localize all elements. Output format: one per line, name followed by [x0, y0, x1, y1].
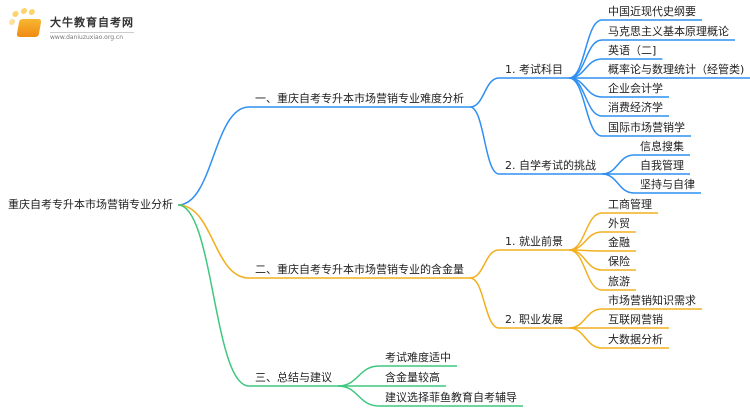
connector-line [568, 249, 603, 271]
connector-line [469, 277, 500, 329]
connector-line [337, 365, 380, 387]
leaf[interactable]: 互联网营销 [608, 313, 663, 326]
connector-line [601, 154, 635, 175]
connector-line [568, 77, 603, 137]
leaf[interactable]: 旅游 [608, 275, 630, 288]
connector-line [469, 77, 500, 108]
branch-summary[interactable]: 三、总结与建议 [255, 371, 332, 384]
book-logo-icon [16, 18, 42, 37]
leaf[interactable]: 企业会计学 [608, 82, 663, 95]
group-employment[interactable]: 1. 就业前景 [505, 235, 563, 248]
group-challenges[interactable]: 2. 自学考试的挑战 [505, 159, 596, 172]
logo-title: 大牛教育自考网 [50, 16, 134, 29]
connector-line [177, 106, 250, 206]
leaf[interactable]: 工商管理 [608, 198, 652, 211]
leaf[interactable]: 概率论与数理统计（经管类) [608, 63, 745, 76]
leaf[interactable]: 大数据分析 [608, 333, 663, 346]
connector-line [177, 204, 250, 279]
group-career[interactable]: 2. 职业发展 [505, 313, 563, 326]
leaf[interactable]: 建议选择菲鱼教育自考辅导 [385, 391, 517, 404]
connector-line [568, 308, 603, 329]
branch-value[interactable]: 二、重庆自考专升本市场营销专业的含金量 [255, 263, 464, 276]
leaf[interactable]: 外贸 [608, 217, 630, 230]
connector-line [337, 385, 380, 407]
connector-line [469, 249, 500, 279]
connector-line [568, 327, 603, 349]
leaf[interactable]: 自我管理 [640, 159, 684, 172]
leaf[interactable]: 坚持与自律 [640, 178, 695, 191]
connector-line [568, 231, 603, 251]
leaf[interactable]: 中国近现代史纲要 [608, 5, 696, 18]
leaf[interactable]: 英语（二] [608, 44, 657, 57]
connector-line [469, 106, 500, 175]
logo: 大牛教育自考网 www.daniuzuxiao.org.cn [16, 14, 134, 41]
connector-line [568, 249, 603, 291]
leaf[interactable]: 消费经济学 [608, 101, 663, 114]
group-exam-subjects[interactable]: 1. 考试科目 [505, 63, 563, 76]
connector-line [568, 212, 603, 251]
leaf[interactable]: 信息搜集 [640, 140, 684, 153]
root-node[interactable]: 重庆自考专升本市场营销专业分析 [8, 198, 173, 211]
connector-line [601, 173, 635, 194]
logo-url: www.daniuzuxiao.org.cn [50, 32, 134, 41]
leaf[interactable]: 考试难度适中 [385, 351, 451, 364]
leaf[interactable]: 保险 [608, 255, 630, 268]
leaf[interactable]: 市场营销知识需求 [608, 294, 696, 307]
leaf[interactable]: 金融 [608, 236, 630, 249]
leaf[interactable]: 国际市场营销学 [608, 121, 685, 134]
leaf[interactable]: 含金量较高 [385, 371, 440, 384]
leaf[interactable]: 马克思主义基本原理概论 [608, 25, 729, 38]
connector-line [177, 204, 250, 387]
branch-difficulty[interactable]: 一、重庆自考专升本市场营销专业难度分析 [255, 92, 464, 105]
